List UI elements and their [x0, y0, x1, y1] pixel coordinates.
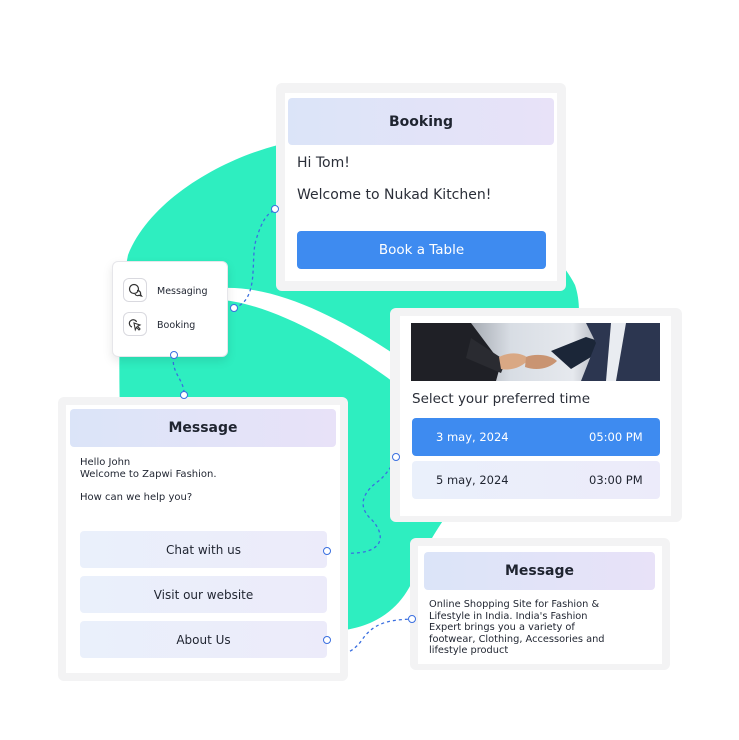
menu-item-label: Messaging	[157, 286, 208, 297]
time-slot-selected[interactable]: 3 may, 2024 05:00 PM	[412, 418, 660, 456]
slot-date: 3 may, 2024	[436, 430, 509, 444]
white-band	[222, 287, 410, 395]
visit-website-button[interactable]: Visit our website	[80, 576, 327, 613]
time-prompt: Select your preferred time	[412, 391, 591, 407]
connector-dot	[180, 391, 188, 399]
message-line: How can we help you?	[80, 492, 193, 503]
connector-dot	[230, 304, 238, 312]
menu-item-booking[interactable]: Booking	[123, 312, 223, 338]
chat-with-us-button[interactable]: Chat with us	[80, 531, 327, 568]
message-line: Hello John	[80, 457, 131, 468]
chat-bubbles-icon	[123, 278, 147, 302]
slot-date: 5 may, 2024	[436, 473, 509, 487]
message-body: Online Shopping Site for Fashion & Lifes…	[429, 599, 605, 656]
connector-dot	[323, 636, 331, 644]
menu-item-label: Booking	[157, 320, 196, 331]
menu-item-messaging[interactable]: Messaging	[123, 278, 223, 304]
message-card-left: Message Hello John Welcome to Zapwi Fash…	[66, 405, 340, 673]
message-title: Message	[424, 552, 655, 590]
connector-dot	[408, 615, 416, 623]
connector-dot	[392, 453, 400, 461]
slot-time: 03:00 PM	[589, 473, 643, 487]
booking-welcome: Welcome to Nukad Kitchen!	[297, 187, 492, 203]
booking-title: Booking	[288, 98, 554, 145]
handshake-photo	[411, 323, 660, 381]
channel-menu: Messaging Booking	[112, 261, 228, 357]
about-us-button[interactable]: About Us	[80, 621, 327, 658]
cursor-click-icon	[123, 312, 147, 336]
connector-dot	[170, 351, 178, 359]
connector-dot	[271, 205, 279, 213]
time-select-card: Select your preferred time 3 may, 2024 0…	[400, 316, 671, 516]
slot-time: 05:00 PM	[589, 430, 643, 444]
connector-dot	[323, 547, 331, 555]
message-line: Welcome to Zapwi Fashion.	[80, 469, 217, 480]
message-title: Message	[70, 409, 336, 447]
booking-greeting: Hi Tom!	[297, 155, 350, 171]
book-table-button[interactable]: Book a Table	[297, 231, 546, 269]
time-slot[interactable]: 5 may, 2024 03:00 PM	[412, 461, 660, 499]
booking-card: Booking Hi Tom! Welcome to Nukad Kitchen…	[285, 93, 557, 281]
message-card-right: Message Online Shopping Site for Fashion…	[418, 546, 662, 664]
